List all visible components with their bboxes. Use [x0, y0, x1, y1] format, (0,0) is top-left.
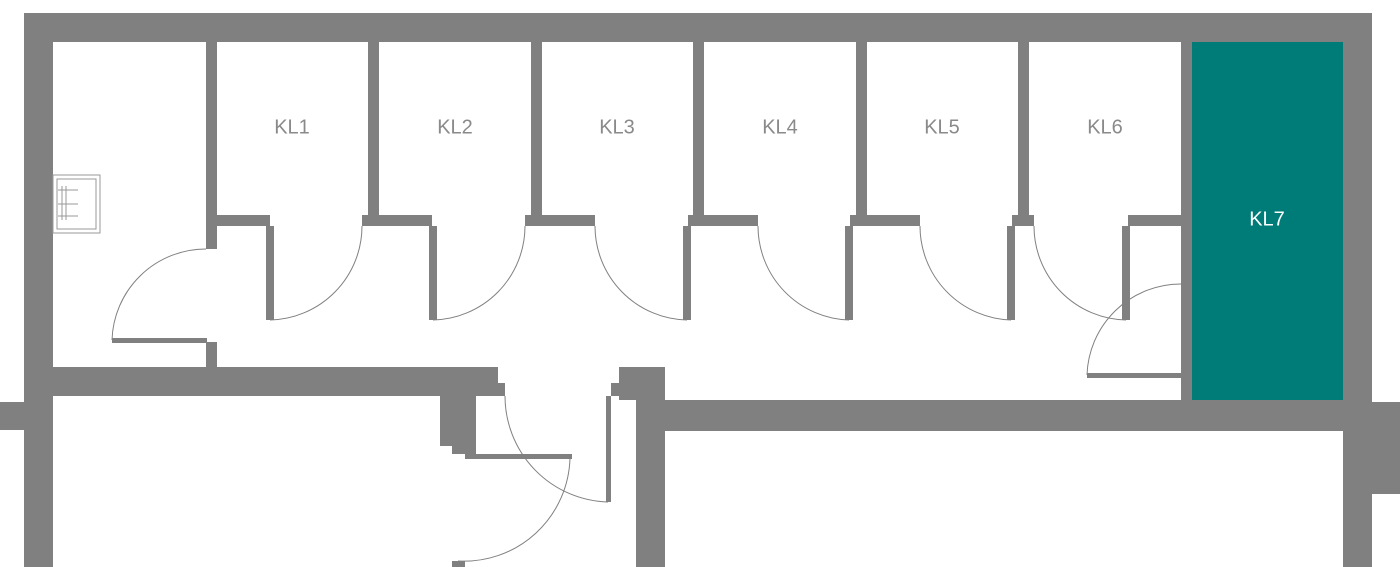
door-arc-kl7 — [1086, 283, 1182, 376]
electrical-panel-icon — [52, 174, 101, 234]
divider-2 — [368, 42, 379, 215]
wall-right — [1343, 13, 1372, 567]
door-jamb-left-notch — [490, 383, 505, 396]
entry-wall-a — [206, 226, 217, 249]
room-label-kl3[interactable]: KL3 — [599, 116, 635, 138]
door-arc-kl5 — [919, 225, 1012, 321]
door-jamb-left-step — [452, 396, 476, 454]
front-kl1-a — [206, 215, 270, 226]
kl7-door-leaf — [1087, 373, 1181, 378]
corridor-wall-left — [53, 367, 498, 396]
front-kl6-c — [1122, 226, 1130, 320]
divider-4 — [693, 42, 704, 215]
room-label-kl4[interactable]: KL4 — [762, 116, 798, 138]
front-kl5-a — [850, 215, 920, 226]
divider-5 — [856, 42, 867, 215]
room-label-kl1[interactable]: KL1 — [274, 116, 310, 138]
divider-6 — [1018, 42, 1029, 215]
divider-3 — [531, 42, 542, 215]
divider-7 — [1181, 42, 1192, 400]
front-kl3-a — [525, 215, 595, 226]
front-kl6-a — [1012, 215, 1034, 226]
door-arc-entry — [111, 248, 207, 341]
door-arc-kl2 — [432, 225, 526, 321]
door-jamb-right-post — [636, 383, 665, 567]
room-label-kl6[interactable]: KL6 — [1087, 116, 1123, 138]
door-leaf-lower-2 — [465, 454, 572, 459]
door-arc-lower-1 — [504, 395, 609, 503]
wall-stub-right — [1372, 402, 1400, 494]
wall-stub-left — [0, 402, 24, 430]
corridor-wall-right — [636, 400, 1343, 431]
door-leaf-lower — [606, 396, 611, 502]
door-jamb-right-notch — [611, 383, 636, 396]
front-kl2-a — [362, 215, 432, 226]
wall-left — [24, 13, 53, 567]
door-leaf-bottom — [452, 561, 465, 567]
wall-top — [24, 13, 1372, 42]
front-kl4-b — [845, 226, 853, 320]
door-arc-kl1 — [269, 225, 363, 321]
room-label-kl7[interactable]: KL7 — [1249, 208, 1285, 230]
room-label-kl2[interactable]: KL2 — [437, 116, 473, 138]
door-arc-kl4 — [757, 225, 850, 321]
door-arc-kl6 — [1033, 225, 1127, 321]
entry-door-leaf — [112, 338, 207, 343]
front-kl5-b — [1007, 226, 1015, 320]
front-kl6-b — [1128, 215, 1181, 226]
room-kl7-fill[interactable] — [1192, 42, 1343, 400]
front-kl4-a — [688, 215, 758, 226]
entry-wall-b — [206, 342, 217, 367]
door-arc-kl3 — [594, 225, 688, 321]
room-label-kl5[interactable]: KL5 — [924, 116, 960, 138]
front-kl2-b — [429, 226, 437, 320]
divider-1 — [206, 42, 217, 215]
front-kl3-b — [683, 226, 691, 320]
front-kl1-b — [266, 226, 274, 320]
door-arc-lower-2 — [457, 457, 571, 562]
